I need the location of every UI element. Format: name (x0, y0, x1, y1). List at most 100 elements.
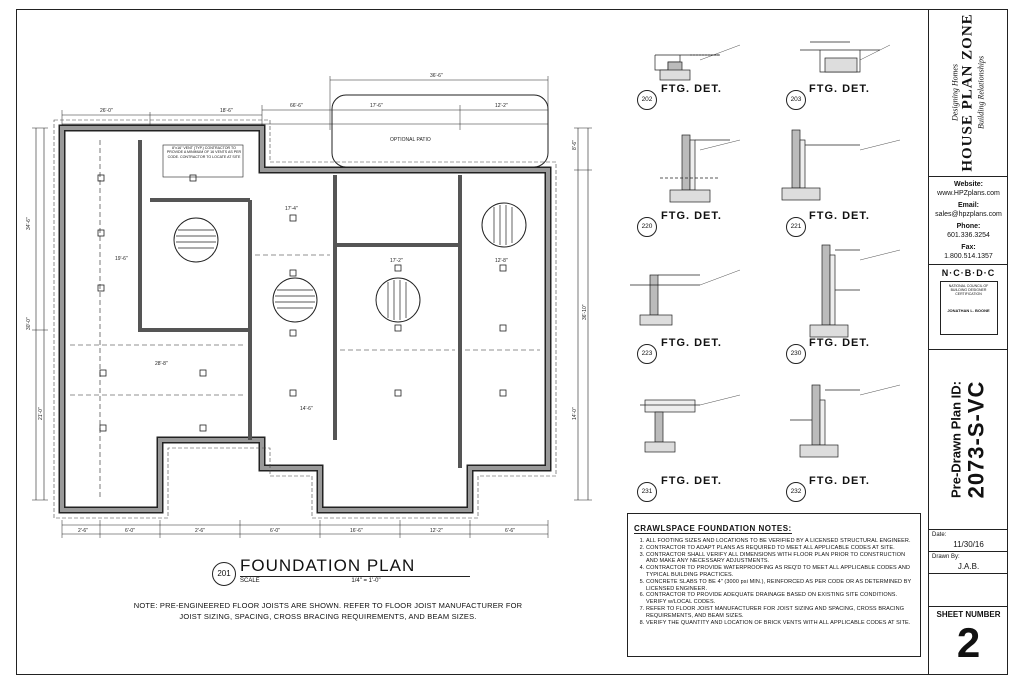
detail-number-231: 231 (637, 482, 657, 502)
sheet-number-label: SHEET NUMBER (936, 610, 1001, 619)
scale-value: 1/4" = 1'-0" (351, 578, 381, 584)
email-value: sales@hpzplans.com (935, 211, 1002, 218)
vent-note: 8"x16" VENT (TYP.) CONTRACTOR TO PROVIDE… (166, 146, 242, 159)
note-item: CONTRACTOR TO PROVIDE WATERPROOFING AS R… (646, 565, 914, 579)
detail-number-221: 221 (786, 217, 806, 237)
plan-id: Pre-Drawn Plan ID: 2073-S-VC (929, 350, 1008, 530)
phone-label: Phone: (956, 223, 981, 230)
room-dim-2: 17'-4" (285, 206, 298, 212)
dim-bottom-3: 2'-6" (195, 528, 205, 534)
piers (97, 174, 507, 432)
notes-list: ALL FOOTING SIZES AND LOCATIONS TO BE VE… (634, 538, 914, 626)
date-value: 11/30/16 (953, 540, 984, 549)
dim-top-5: 17'-6" (370, 103, 383, 109)
detail-label-220: FTG. DET. (661, 210, 722, 222)
room-dim-4: 12'-8" (495, 258, 508, 264)
dim-top-3: 18'-6" (220, 108, 233, 114)
crawlspace-notes: CRAWLSPACE FOUNDATION NOTES: ALL FOOTING… (627, 513, 921, 657)
badge-name: JONATHAN L. BOONE (947, 308, 990, 313)
note-item: CONTRACTOR TO PROVIDE ADEQUATE DRAINAGE … (646, 592, 914, 606)
dim-right-2: 8'-6" (572, 140, 578, 150)
title-block: Designing Homes HOUSE PLAN ZONE Building… (928, 9, 1008, 675)
detail-label-203: FTG. DET. (809, 83, 870, 95)
plan-note: NOTE: PRE-ENGINEERED FLOOR JOISTS ARE SH… (133, 601, 523, 621)
foundation-wall (58, 124, 552, 514)
detail-label-230: FTG. DET. (809, 337, 870, 349)
dim-right-1: 36'-10" (582, 304, 588, 320)
date-cell: Date: 11/30/16 (929, 530, 1008, 552)
notes-title: CRAWLSPACE FOUNDATION NOTES: (634, 524, 792, 534)
detail-number-203: 203 (786, 90, 806, 110)
detail-label-232: FTG. DET. (809, 475, 870, 487)
room-dim-5: 28'-8" (155, 361, 168, 367)
dimension-lines (32, 76, 592, 538)
dim-left-2: 30'-0" (26, 317, 32, 330)
logo-main: HOUSE PLAN ZONE (960, 13, 977, 172)
plan-id-label: Pre-Drawn Plan ID: (948, 380, 963, 499)
detail-label-202: FTG. DET. (661, 83, 722, 95)
note-item: CONTRACTOR TO ADAPT PLANS AS REQUIRED TO… (646, 545, 914, 552)
fax-label: Fax: (961, 244, 976, 251)
logo-top: Designing Homes (951, 63, 961, 122)
dim-bottom-6: 12'-2" (430, 528, 443, 534)
detail-label-231: FTG. DET. (661, 475, 722, 487)
contact-info: Website: www.HPZplans.com Email: sales@h… (929, 177, 1008, 265)
dim-top-1: 26'-0" (100, 108, 113, 114)
note-item: ALL FOOTING SIZES AND LOCATIONS TO BE VE… (646, 538, 914, 545)
dim-left-3: 21'-0" (38, 407, 44, 420)
detail-number-202: 202 (637, 90, 657, 110)
note-item: CONTRACTOR SHALL VERIFY ALL DIMENSIONS W… (646, 552, 914, 566)
plan-title-number: 201 (212, 562, 236, 586)
plan-title-name: FOUNDATION PLAN (240, 556, 416, 575)
optional-patio (331, 94, 549, 168)
detail-230-drawing (809, 244, 860, 338)
sheet-number-value: 2 (956, 619, 981, 666)
email-label: Email: (957, 202, 979, 209)
note-item: CONCRETE SLABS TO BE 4" (3000 psi MIN.),… (646, 579, 914, 593)
dim-bottom-1: 2'-6" (78, 528, 88, 534)
dim-bottom-5: 16'-6" (350, 528, 363, 534)
detail-202-drawing (654, 54, 720, 81)
detail-221-drawing (781, 129, 860, 201)
detail-220-drawing (660, 134, 730, 203)
dim-left-1: 34'-6" (26, 217, 32, 230)
dim-top-4: 36'-6" (430, 73, 443, 79)
drawn-by-cell: Drawn By: J.A.B. (929, 552, 1008, 574)
patio-label: OPTIONAL PATIO (390, 137, 431, 143)
phone-value: 601.336.3254 (947, 232, 990, 239)
fax-value: 1.800.514.1357 (944, 253, 993, 260)
detail-number-223: 223 (637, 344, 657, 364)
note-item: REFER TO FLOOR JOIST MANUFACTURER FOR JO… (646, 606, 914, 620)
dim-top-6: 12'-2" (495, 103, 508, 109)
detail-number-220: 220 (637, 217, 657, 237)
room-dim-6: 14'-6" (300, 406, 313, 412)
company-logo: Designing Homes HOUSE PLAN ZONE Building… (929, 9, 1008, 177)
date-label: Date: (932, 532, 947, 538)
detail-232-drawing (790, 384, 860, 458)
detail-label-223: FTG. DET. (661, 337, 722, 349)
sheet-number-cell: SHEET NUMBER 2 (929, 606, 1008, 675)
detail-223-drawing (630, 274, 700, 326)
dim-right-3: 14'-0" (572, 407, 578, 420)
joist-indicators (173, 202, 527, 323)
detail-231-drawing (640, 399, 700, 453)
website-value: www.HPZplans.com (937, 190, 1000, 197)
detail-203-drawing (800, 41, 880, 73)
room-dim-3: 17'-2" (390, 258, 403, 264)
interior-walls (138, 140, 462, 468)
drawing-sheet (16, 9, 1008, 675)
detail-label-221: FTG. DET. (809, 210, 870, 222)
detail-number-232: 232 (786, 482, 806, 502)
dim-bottom-7: 6'-6" (505, 528, 515, 534)
foundation-plan (32, 76, 592, 538)
dim-top-2: 66'-6" (290, 103, 303, 109)
certification-badge: NATIONAL COUNCIL OF BUILDING DESIGNER CE… (939, 281, 998, 335)
drawn-by-value: J.A.B. (957, 562, 980, 571)
drawn-by-label: Drawn By: (932, 554, 960, 560)
dim-bottom-2: 6'-0" (125, 528, 135, 534)
badge-text: NATIONAL COUNCIL OF BUILDING DESIGNER CE… (948, 284, 989, 296)
plan-scale: SCALE 1/4" = 1'-0" (240, 576, 470, 584)
scale-label: SCALE (240, 578, 260, 584)
room-dim-1: 19'-6" (115, 256, 128, 262)
